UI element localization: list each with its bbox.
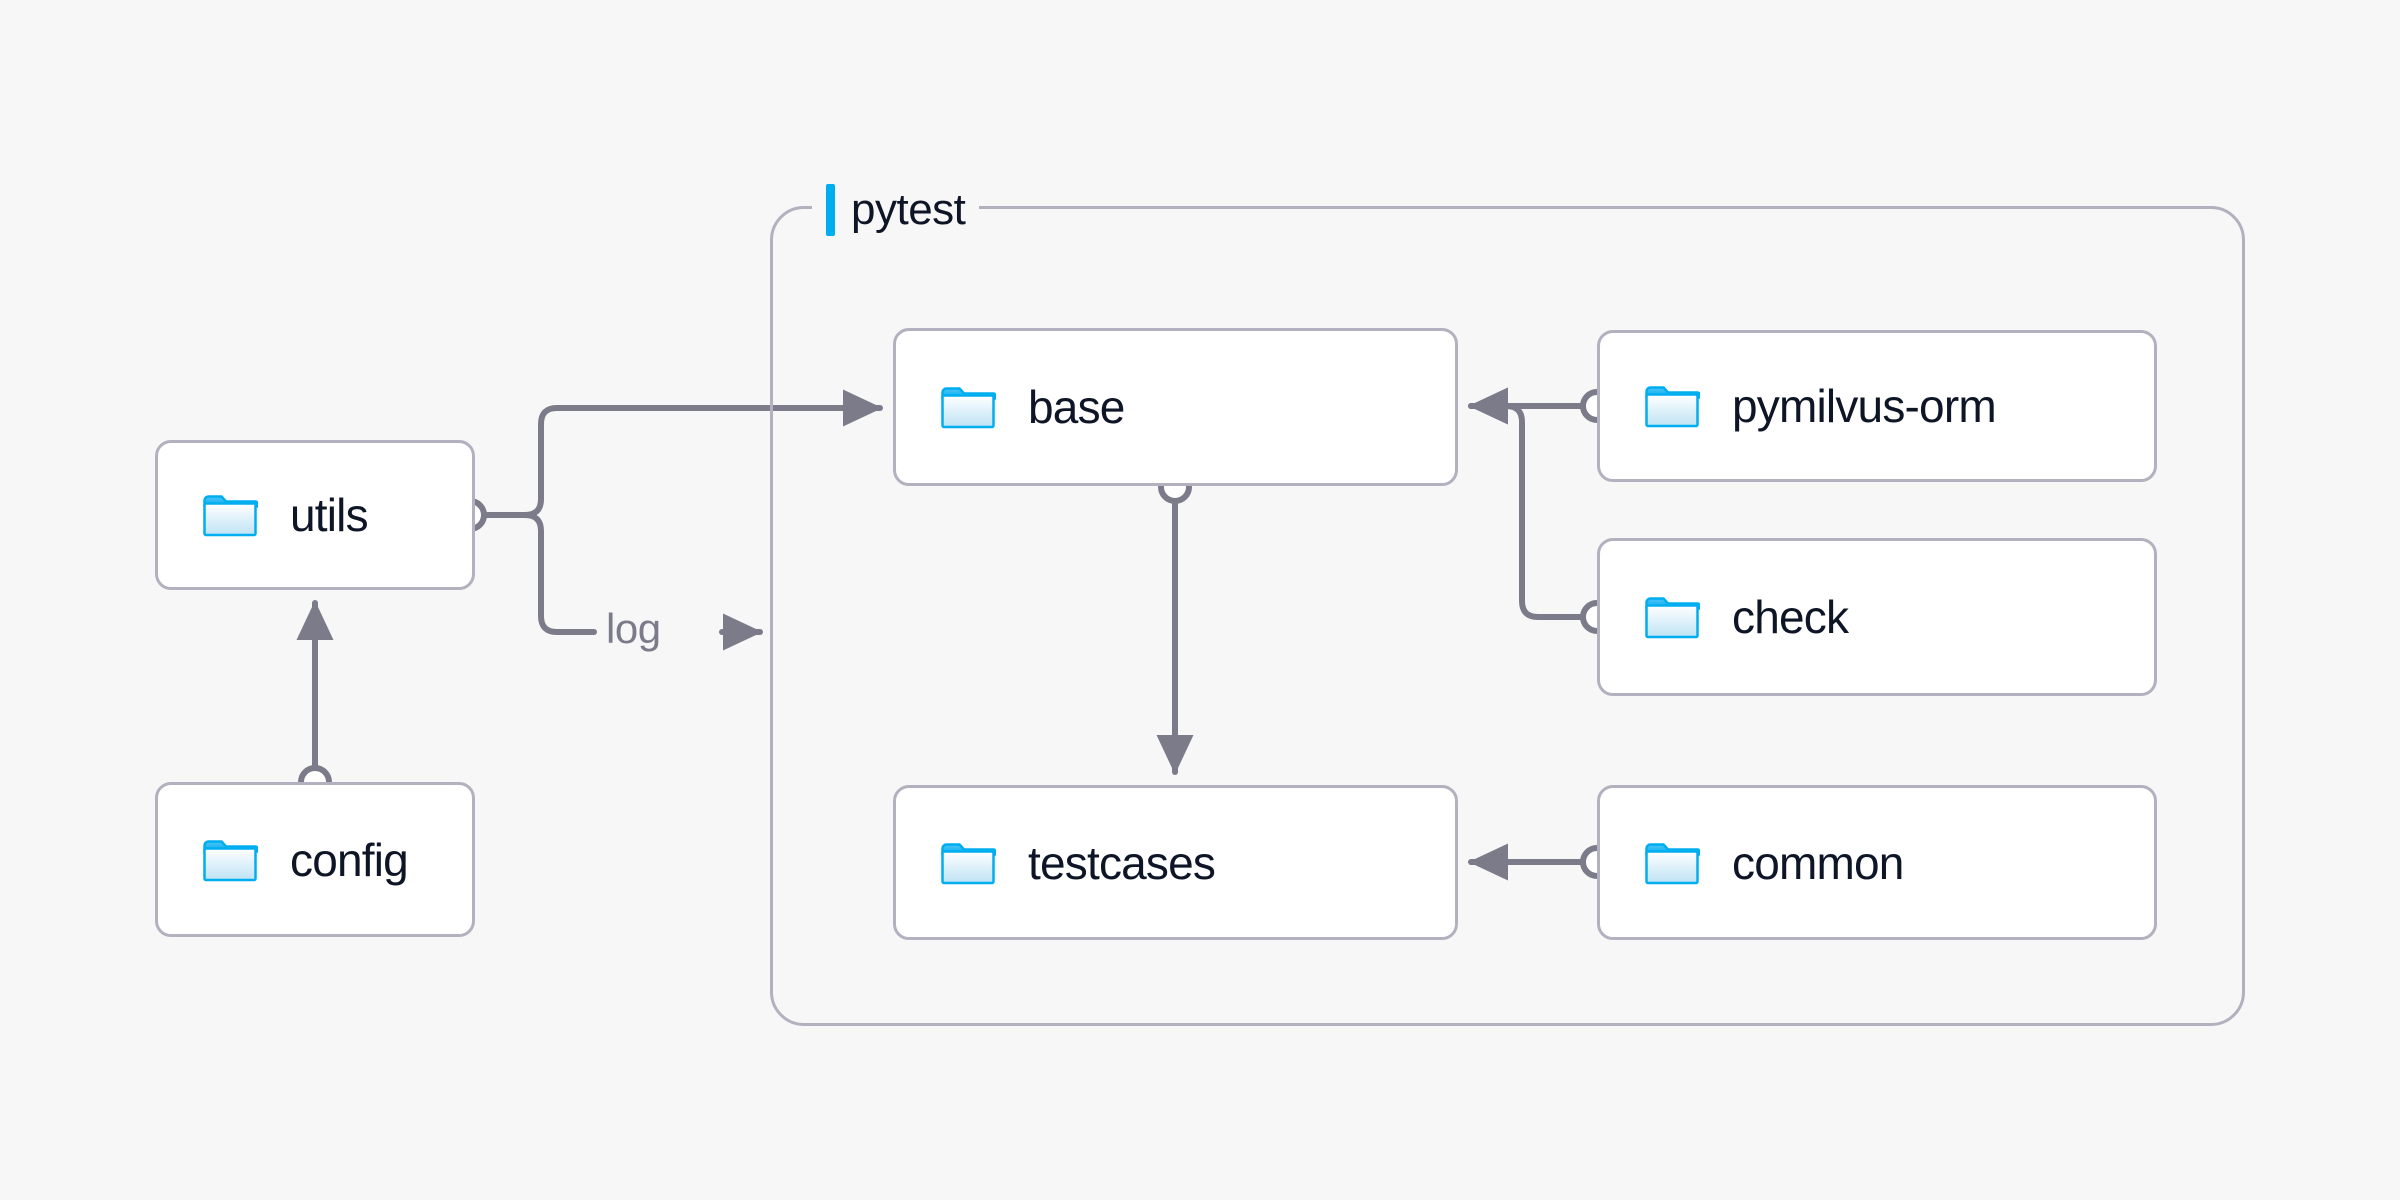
node-base[interactable]: base (893, 328, 1458, 486)
node-pymilvus-orm-label: pymilvus-orm (1732, 380, 1997, 432)
node-config-label: config (290, 833, 409, 886)
folder-icon (1645, 386, 1700, 428)
folder-icon (941, 842, 996, 884)
node-utils[interactable]: utils (155, 440, 475, 590)
node-testcases-label: testcases (1028, 836, 1216, 889)
group-pytest[interactable] (770, 206, 2245, 1026)
folder-icon (1645, 842, 1700, 884)
group-pytest-label-text: pytest (851, 185, 966, 234)
node-common[interactable]: common (1597, 785, 2157, 940)
node-check[interactable]: check (1597, 538, 2157, 696)
group-pytest-label: pytest (812, 182, 980, 238)
folder-icon (1645, 597, 1700, 639)
node-utils-label: utils (290, 489, 369, 541)
folder-icon (203, 495, 258, 537)
node-check-label: check (1732, 591, 1849, 643)
node-common-label: common (1732, 836, 1904, 889)
folder-icon (941, 387, 996, 429)
edge-utils-to-log (522, 512, 597, 635)
edge-label-log-text: log (606, 605, 661, 652)
node-pymilvus-orm[interactable]: pymilvus-orm (1597, 330, 2157, 482)
folder-icon (203, 839, 258, 881)
edge-label-log: log (600, 608, 667, 650)
node-config[interactable]: config (155, 782, 475, 937)
accent-bar-icon (826, 184, 835, 236)
node-testcases[interactable]: testcases (893, 785, 1458, 940)
node-base-label: base (1028, 381, 1125, 433)
